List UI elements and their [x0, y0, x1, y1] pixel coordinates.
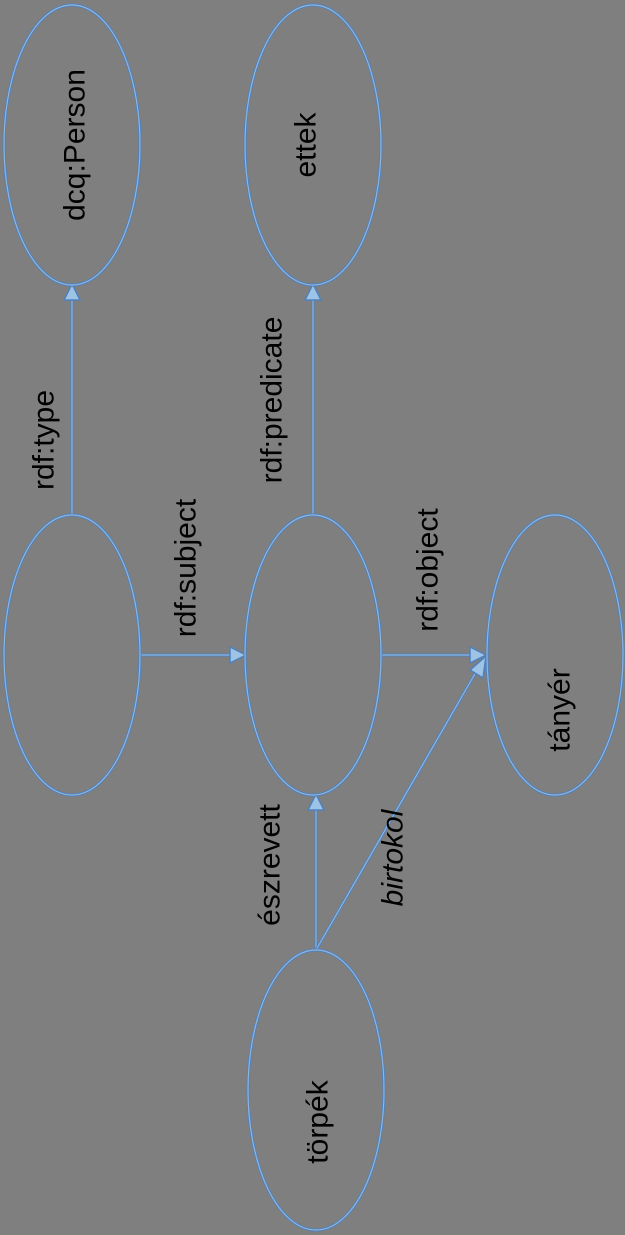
arrowhead-icon: [62, 282, 82, 301]
node-torpek: [246, 948, 386, 1232]
edge-rdf-predicate: [303, 282, 323, 515]
arrowhead-icon: [229, 645, 248, 665]
arrowhead-icon: [468, 654, 488, 680]
edge-rdf-subject: [140, 645, 248, 665]
edge-label-rdf-predicate: rdf:predicate: [256, 317, 289, 484]
edge-label-rdf-object: rdf:object: [412, 508, 445, 632]
node-predicate-value: [243, 3, 383, 287]
edge-label-rdf-subject: rdf:subject: [170, 498, 203, 637]
edge-label-birtokol: birtokol: [377, 808, 410, 906]
node-label-torpek: törpék: [302, 1079, 335, 1163]
edge-label-rdf-type: rdf:type: [28, 390, 61, 490]
node-statement-subject: [2, 513, 142, 797]
arrowhead-icon: [306, 792, 326, 811]
edge-label-eszrevett: észrevett: [254, 803, 287, 925]
edge-rdf-type: [62, 282, 82, 515]
arrowhead-icon: [303, 282, 323, 301]
edge-eszrevett: [306, 792, 326, 950]
node-statement: [243, 513, 383, 797]
edge-rdf-object: [381, 645, 488, 665]
node-person-class: [2, 3, 142, 287]
node-label-predicate-value: ettek: [290, 111, 323, 177]
node-label-object-value: tányér: [544, 668, 577, 751]
node-label-person-class: dcq:Person: [59, 69, 92, 221]
node-object-value: [485, 513, 625, 797]
edge-birtokol: [314, 654, 488, 951]
arrowhead-icon: [469, 645, 488, 665]
